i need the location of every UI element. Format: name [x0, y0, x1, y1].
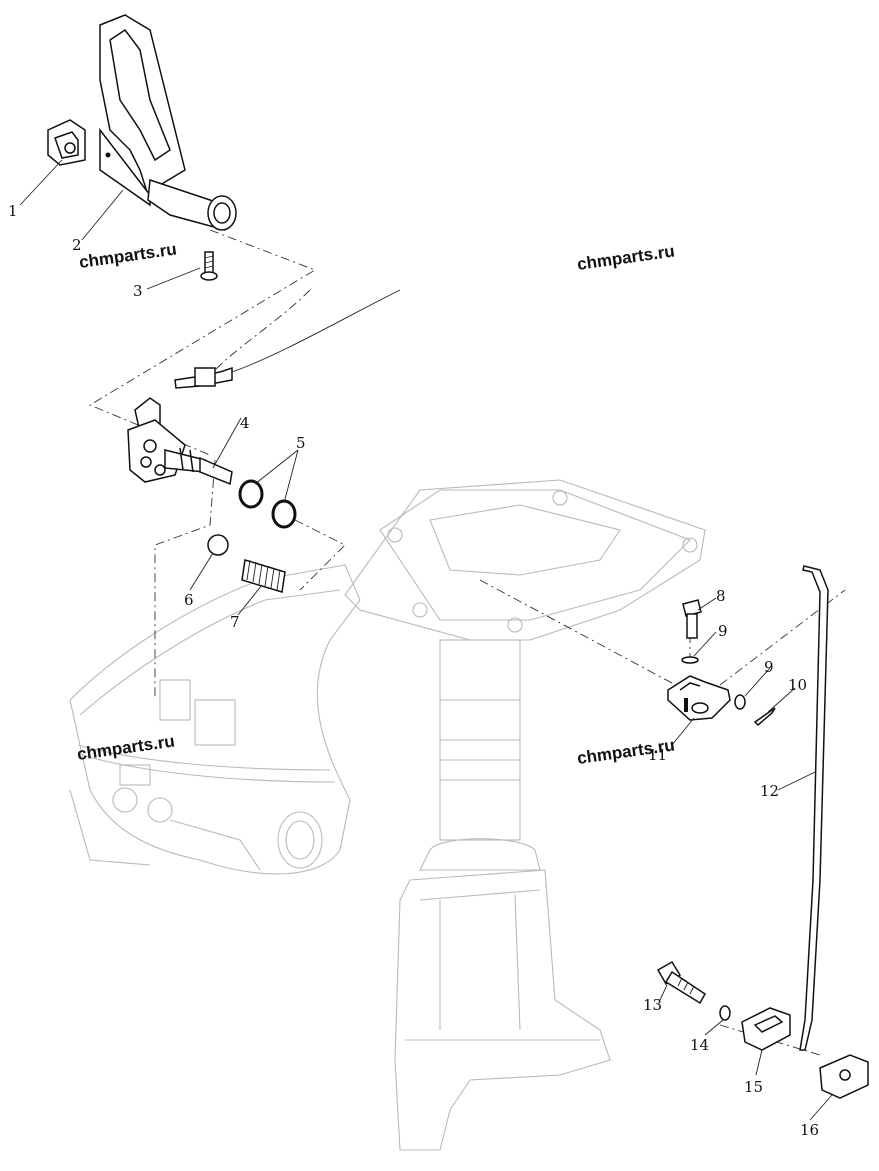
watermark-2: chmparts.ru [576, 241, 676, 273]
cable [174, 289, 401, 389]
part-7-spring [241, 559, 286, 593]
callout-6: 6 [184, 591, 194, 609]
part-16-connector [819, 1054, 869, 1099]
callout-7: 7 [230, 613, 240, 631]
callout-9a: 9 [718, 622, 728, 640]
part-5-o-rings [238, 479, 297, 529]
callout-labels: 1 2 3 4 5 6 7 8 9 9 10 11 12 13 14 15 16 [8, 202, 819, 1139]
part-9-washers [681, 656, 746, 710]
callout-8: 8 [716, 587, 726, 605]
part-3-screw [200, 251, 218, 281]
part-12-shift-rod [799, 565, 829, 1051]
part-1-clip [47, 119, 86, 166]
callout-5: 5 [296, 434, 306, 452]
callout-1: 1 [8, 202, 18, 220]
leader-lines [19, 159, 833, 1121]
watermark-1: chmparts.ru [78, 239, 178, 271]
watermark-3: chmparts.ru [76, 731, 176, 763]
part-15-connector [741, 1007, 791, 1051]
callout-12: 12 [760, 782, 779, 800]
callout-2: 2 [72, 236, 82, 254]
part-6-ball [207, 534, 229, 556]
callout-14: 14 [690, 1036, 709, 1054]
callout-10: 10 [788, 676, 807, 694]
ghost-driveshaft-housing [344, 479, 706, 1151]
watermarks: chmparts.ru chmparts.ru chmparts.ru chmp… [76, 239, 676, 767]
part-14-washer [719, 1005, 731, 1021]
callout-16: 16 [800, 1121, 819, 1139]
callout-3: 3 [133, 282, 143, 300]
callout-15: 15 [744, 1078, 763, 1096]
part-13-bolt [656, 960, 706, 1005]
part-11-bracket [667, 675, 731, 721]
part-10-cotter-pin [753, 707, 776, 727]
assembly-lines [89, 229, 846, 1056]
callout-9b: 9 [764, 658, 774, 676]
part-2-tiller-handle [99, 14, 237, 231]
callout-11: 11 [648, 746, 667, 764]
part-4-shift-shaft [127, 397, 233, 486]
callout-4: 4 [240, 414, 250, 432]
callout-13: 13 [643, 996, 662, 1014]
ghost-bottom-cowling [69, 564, 361, 875]
part-8-bolt [682, 599, 702, 639]
